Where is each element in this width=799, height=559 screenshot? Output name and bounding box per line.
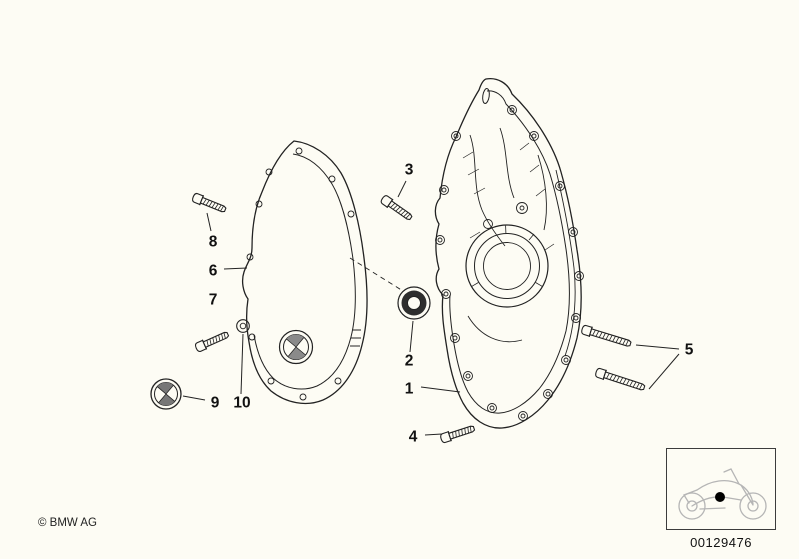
screw-part-5a — [580, 323, 633, 350]
screw-part-5b — [593, 366, 647, 394]
bolt-bosses — [435, 105, 584, 421]
copyright-text: © BMW AG — [38, 517, 97, 529]
shaft-seal-part-2 — [397, 286, 431, 320]
cover-screw-holes — [246, 147, 355, 401]
casting-detail — [462, 127, 576, 357]
assembly-axis-dashed-line — [349, 257, 404, 292]
washer-part-10 — [236, 319, 250, 333]
callout-3[interactable]: 3 — [404, 161, 414, 179]
callout-4[interactable]: 4 — [408, 428, 418, 446]
cover-rib-marks — [350, 329, 361, 347]
top-slot — [482, 88, 490, 104]
leader-lines — [182, 180, 680, 436]
callout-10[interactable]: 10 — [233, 394, 251, 412]
callout-9[interactable]: 9 — [210, 394, 220, 412]
callout-7[interactable]: 7 — [208, 291, 218, 309]
inner-timing-cover — [434, 77, 584, 429]
screw-part-4 — [438, 422, 477, 445]
callout-6[interactable]: 6 — [208, 262, 218, 280]
bmw-emblem-part-9 — [150, 378, 182, 410]
motorcycle-icon — [678, 468, 767, 520]
screw-part-3 — [378, 193, 415, 223]
crankshaft-bore — [465, 224, 549, 308]
outer-chain-cover — [241, 140, 368, 405]
callout-1[interactable]: 1 — [404, 380, 414, 398]
diagram-number: 00129476 — [690, 535, 752, 550]
vehicle-thumbnail-box — [666, 448, 776, 530]
bmw-roundel-on-cover — [278, 329, 314, 365]
callout-8[interactable]: 8 — [208, 233, 218, 251]
callout-2[interactable]: 2 — [404, 352, 414, 370]
screw-part-7 — [193, 328, 231, 354]
screw-part-8 — [190, 191, 228, 216]
part-location-dot — [715, 492, 725, 502]
callout-5[interactable]: 5 — [684, 341, 694, 359]
